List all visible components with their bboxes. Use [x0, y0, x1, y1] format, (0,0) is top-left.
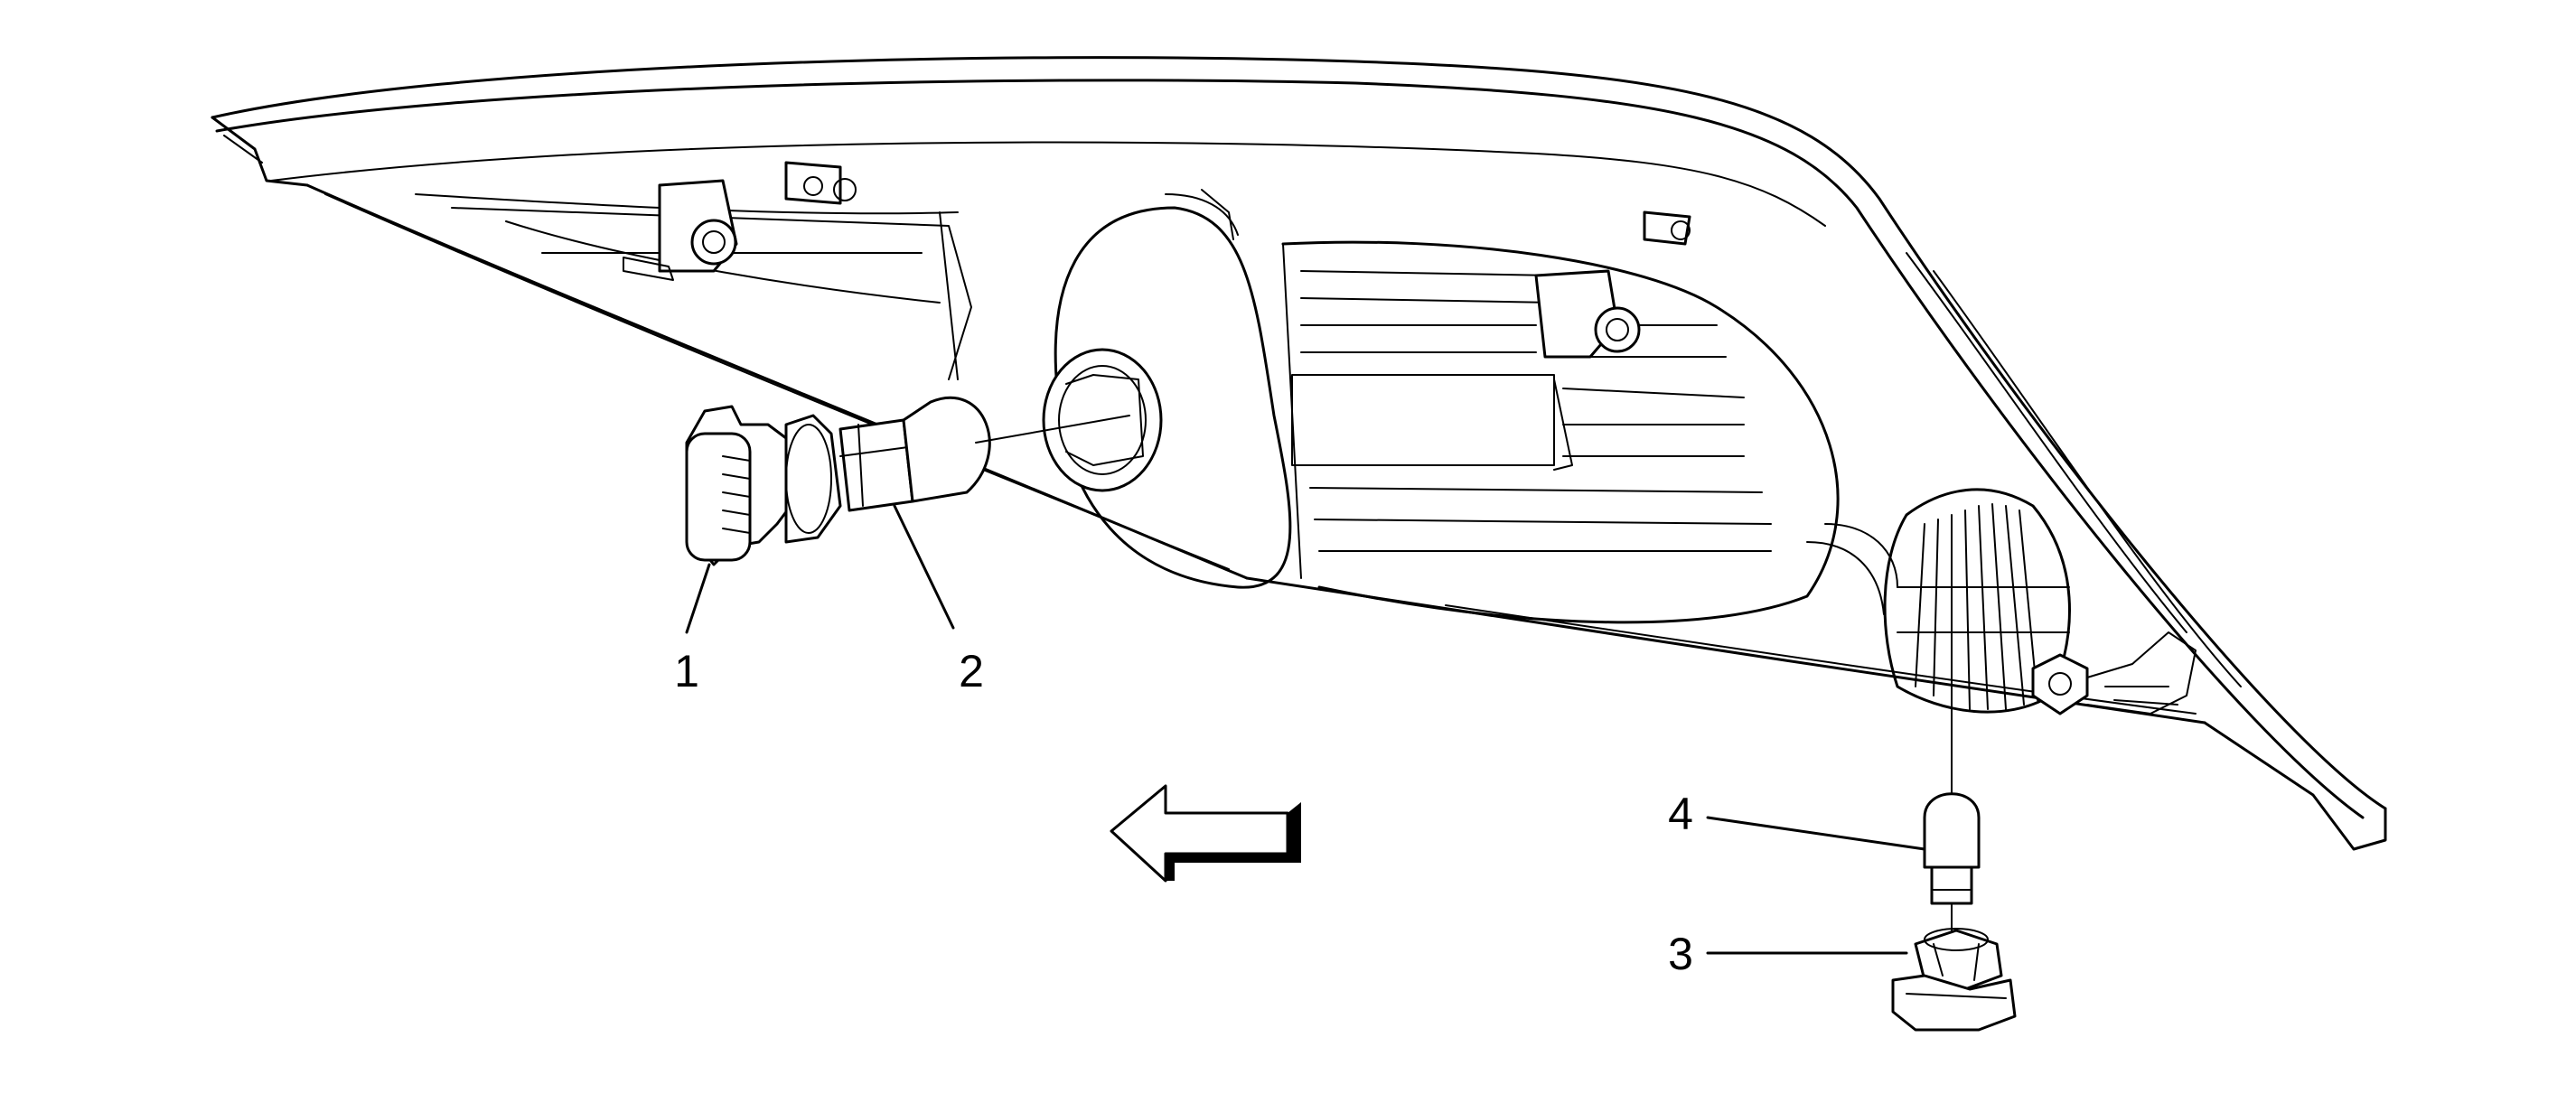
callout-1: 1 [674, 646, 699, 696]
item-3-socket [1891, 928, 2017, 1032]
lamp-housing [211, 56, 2387, 851]
reflector-louvers [1291, 270, 1772, 552]
leader-lines [685, 504, 1926, 955]
item-4-bulb [1923, 704, 1981, 931]
leader-line-1 [685, 563, 711, 634]
item-2-bulb [838, 396, 1130, 512]
left-arrow-icon [1110, 784, 1301, 883]
center-socket-housing [1042, 189, 1292, 589]
leader-line-4 [1706, 816, 1926, 851]
leader-line-2 [893, 504, 955, 630]
inner-reflector-left [415, 161, 972, 380]
rear-socket-housing [1806, 488, 2197, 715]
callout-2: 2 [959, 646, 984, 696]
callout-3: 3 [1668, 929, 1693, 979]
right-reflector [1281, 210, 1840, 624]
item-1-connector [685, 405, 842, 566]
callout-4: 4 [1668, 789, 1693, 839]
